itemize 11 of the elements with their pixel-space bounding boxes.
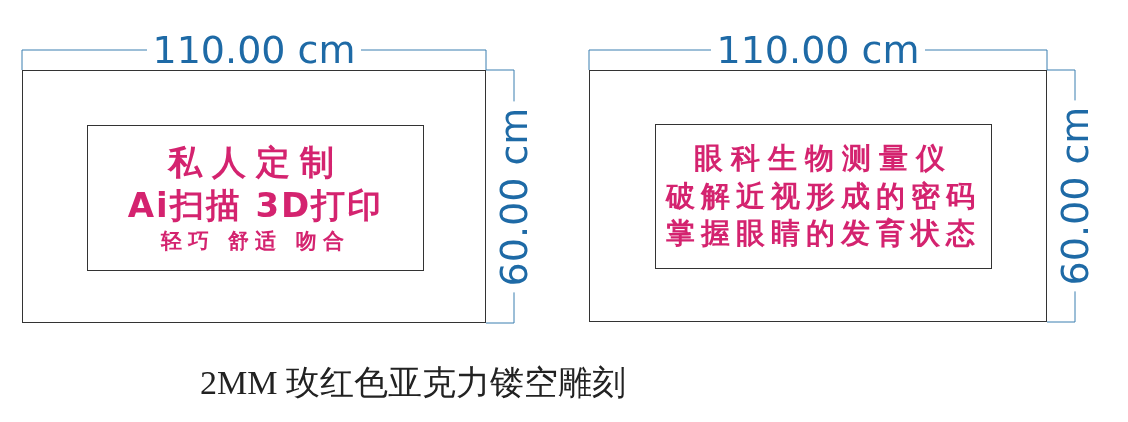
sign-text: Ai扫描 3D打印 [127,185,384,225]
sign-board [22,70,486,323]
sign-text: 掌握眼睛的发育状态 [666,217,981,251]
sign-text: 轻巧 舒适 吻合 [161,229,350,254]
sign-text: 私人定制 [167,142,344,182]
caption: 2MM 玫红色亚克力镂空雕刻 [200,363,626,403]
sign-text: 眼科生物测量仪 [694,142,953,176]
sign-text: 破解近视形成的密码 [666,179,981,214]
sign-board [589,70,1047,322]
inner-panel [655,124,992,269]
inner-panel [87,125,424,271]
